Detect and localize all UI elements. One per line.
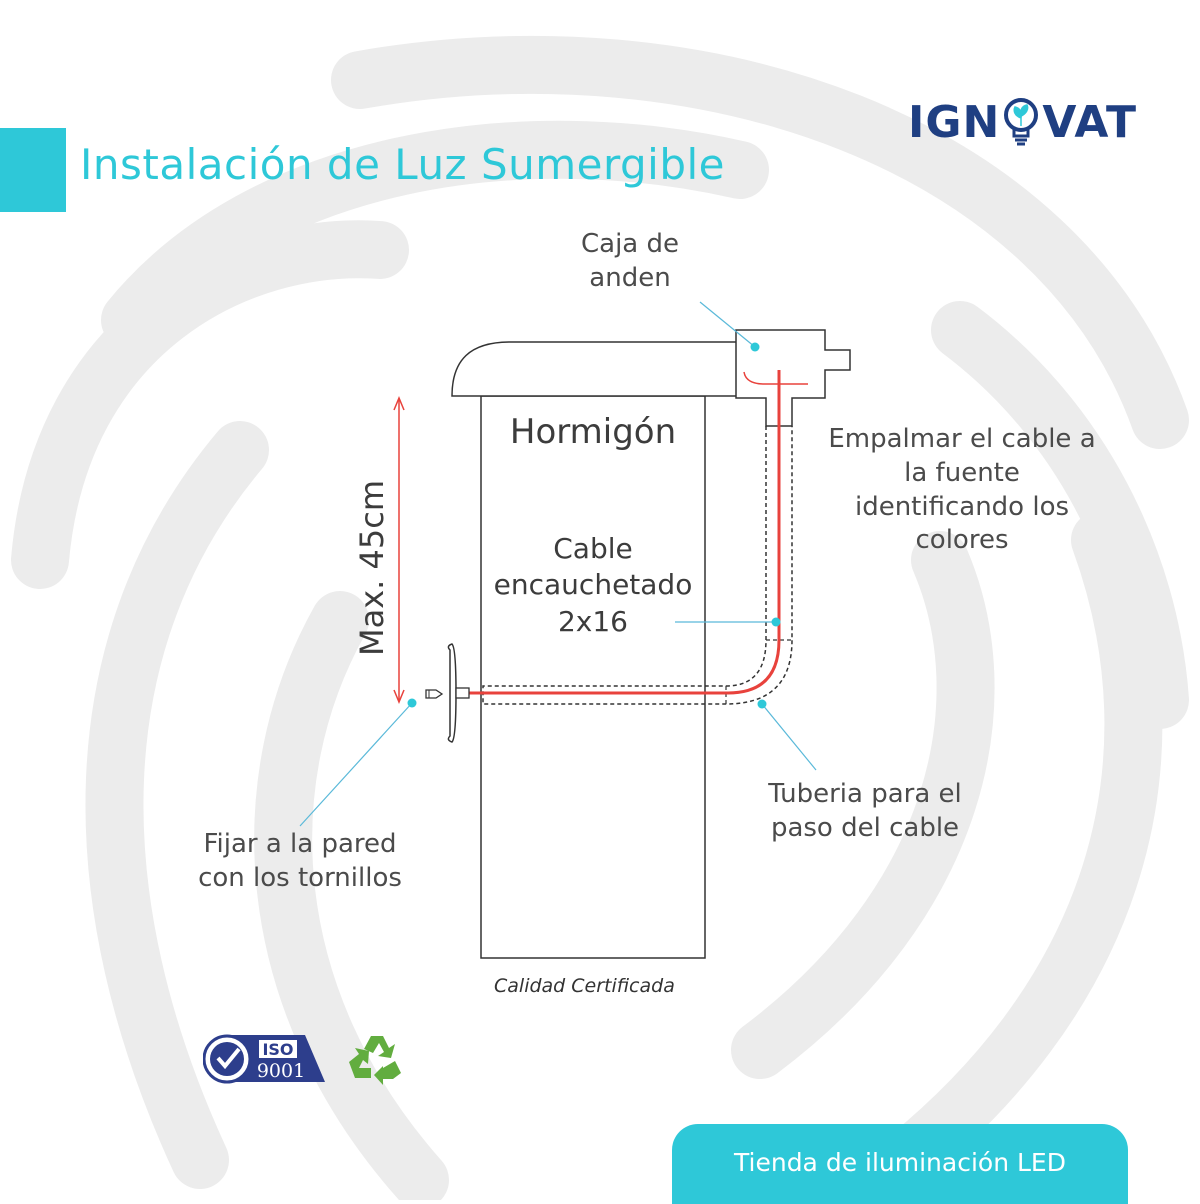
dimension-arrow <box>393 396 405 704</box>
underwater-light <box>447 643 457 743</box>
caption-calidad: Calidad Certificada <box>494 975 675 997</box>
label-tuberia: Tuberia para el paso del cable <box>768 779 962 843</box>
junction-box <box>735 329 851 427</box>
label-empalmar: Empalmar el cable a la fuente identifica… <box>828 424 1096 556</box>
marker-fijar <box>407 698 417 708</box>
leader-tuberia <box>761 703 817 771</box>
ignovat-logo: IGN VAT <box>908 92 1137 152</box>
lightbulb-icon <box>1004 98 1039 146</box>
page-title: Instalación de Luz Sumergible <box>80 140 726 189</box>
footer-banner: Tienda de iluminación LED <box>672 1124 1128 1204</box>
cable-line <box>465 370 781 695</box>
iso-text: ISO <box>262 1040 293 1059</box>
label-max-45cm: Max. 45cm <box>353 480 391 656</box>
label-cable-encauchetado: Cable encauchetado 2x16 <box>493 532 693 638</box>
marker-cable <box>771 617 781 627</box>
iso-9001-badge: ISO 9001 <box>203 1034 325 1084</box>
platform-slab <box>451 341 739 397</box>
logo-text-left: IGN <box>908 96 1001 148</box>
logo-text-right: VAT <box>1042 96 1138 148</box>
label-hormigon: Hormigón <box>509 412 677 452</box>
conduit-pipe <box>482 426 793 705</box>
iso-number: 9001 <box>257 1060 305 1082</box>
label-fijar: Fijar a la pared con los tornillos <box>198 829 402 893</box>
leader-fijar <box>299 702 413 827</box>
label-caja-de-anden: Caja de anden <box>580 229 679 293</box>
concrete-block <box>480 395 706 959</box>
certification-badges: ISO 9001 <box>203 1034 401 1085</box>
marker-tuberia <box>757 699 767 709</box>
recycle-icon <box>349 1036 401 1085</box>
leader-caja <box>699 301 756 348</box>
screw-icon <box>425 689 444 699</box>
footer-text: Tienda de iluminación LED <box>734 1148 1066 1177</box>
marker-caja <box>750 342 760 352</box>
title-accent-bar <box>0 128 66 212</box>
